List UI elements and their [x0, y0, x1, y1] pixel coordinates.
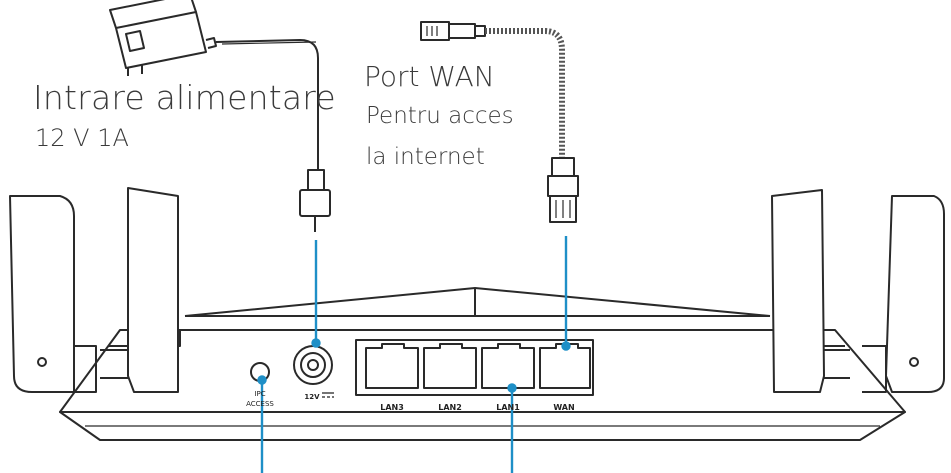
power-cable: [215, 39, 319, 170]
power-input-title: Intrare alimentare: [33, 78, 336, 117]
port-lan2-icon: [423, 343, 477, 389]
wan-port-title: Port WAN: [364, 60, 495, 93]
lan3-label: LAN3: [380, 403, 404, 412]
access-label: ACCESS: [246, 400, 274, 408]
power-input-spec: 12 V 1A: [35, 124, 129, 152]
wan-port-desc-line1: Pentru acces: [366, 103, 514, 129]
port-lan1-icon: [481, 343, 535, 389]
lan2-label: LAN2: [438, 403, 462, 412]
antenna-left-outer-icon: [9, 195, 97, 393]
ipc-label: IPC: [254, 390, 265, 398]
wan-port-desc-line2: la internet: [366, 144, 485, 170]
dc-symbol-icon: [322, 392, 334, 398]
antenna-right-inner-icon: [771, 189, 850, 393]
wan-port-label: WAN: [553, 403, 574, 412]
port-wan-icon: [539, 343, 591, 389]
callout-lines: [257, 236, 571, 473]
lan1-label: LAN1: [496, 403, 520, 412]
antenna-left-inner-icon: [100, 187, 179, 393]
power-jack-label: 12V: [304, 393, 320, 401]
port-housing: [355, 339, 594, 396]
barrel-plug-icon: [299, 169, 331, 232]
power-adapter-icon: [109, 0, 217, 76]
antenna-right-outer-icon: [862, 195, 945, 393]
ethernet-plug-bottom-icon: [547, 157, 579, 223]
port-lan3-icon: [365, 343, 419, 389]
ethernet-cable: [485, 28, 565, 158]
ethernet-plug-top-icon: [420, 21, 486, 41]
